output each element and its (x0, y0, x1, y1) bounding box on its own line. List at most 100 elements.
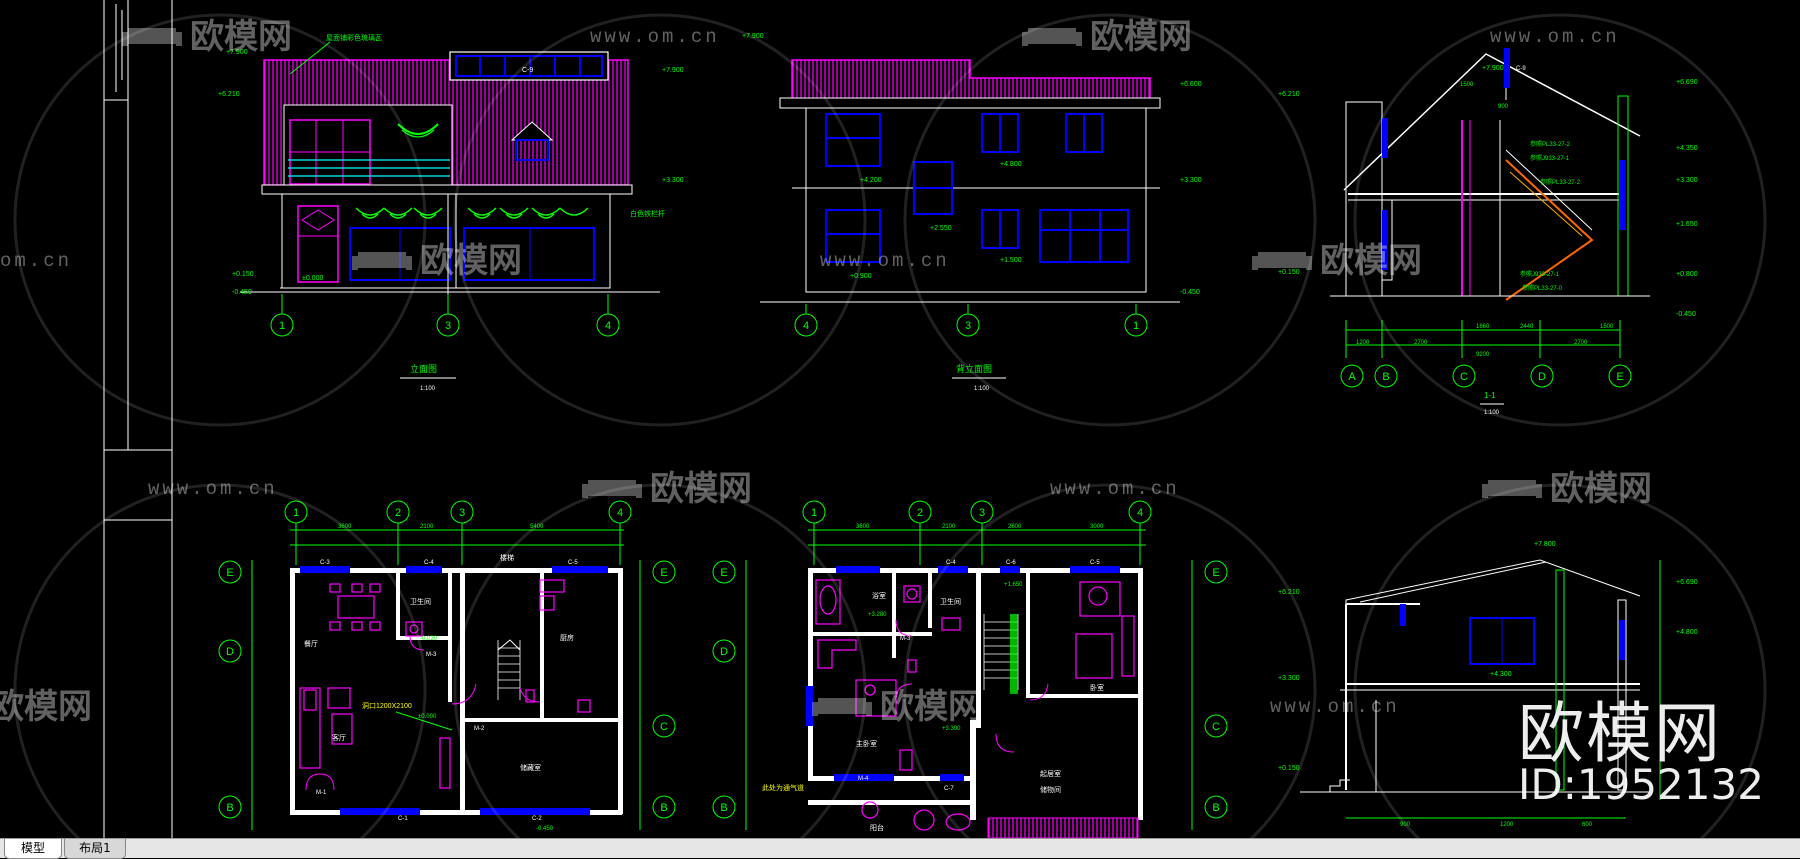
svg-text:4: 4 (803, 320, 809, 332)
svg-text:4: 4 (617, 507, 623, 519)
svg-text:4: 4 (1137, 507, 1143, 519)
svg-text:1:100: 1:100 (974, 386, 990, 392)
svg-text:2: 2 (395, 507, 401, 519)
svg-text:C-2: C-2 (532, 816, 542, 822)
svg-text:3600: 3600 (338, 524, 352, 530)
svg-text:+6.210: +6.210 (1278, 589, 1300, 596)
svg-text:+0.800: +0.800 (1676, 271, 1698, 278)
svg-text:1:100: 1:100 (1484, 410, 1500, 416)
sofa-icon (1252, 252, 1312, 270)
svg-text:储藏室: 储藏室 (520, 763, 541, 772)
svg-text:M-3: M-3 (900, 636, 911, 642)
sofa-icon (352, 252, 412, 270)
svg-text:900: 900 (1400, 822, 1411, 828)
watermark-brand: 欧模网 (420, 241, 522, 281)
svg-text:+6.690: +6.690 (1676, 79, 1698, 86)
svg-text:3: 3 (445, 320, 451, 332)
front-roof-note: 屋面铺彩色琉璃瓦 (326, 33, 382, 42)
svg-text:M-3: M-3 (426, 652, 437, 658)
svg-text:+7.900: +7.900 (662, 67, 684, 74)
svg-text:E: E (720, 567, 727, 579)
svg-text:C: C (1212, 721, 1220, 733)
svg-text:9200: 9200 (1476, 352, 1490, 358)
svg-text:-0.450: -0.450 (1676, 311, 1696, 318)
svg-text:卫生间: 卫生间 (410, 597, 431, 606)
plan-upper-floor: 1 2 3 4 3600 2100 2600 3000 (712, 500, 1228, 838)
svg-text:B: B (1212, 802, 1219, 814)
watermark-layer: 欧模网 欧模网 欧模网 欧模网 欧模网 欧模网 欧模网 欧模网 www.om.c… (0, 13, 1767, 838)
svg-text:2: 2 (917, 507, 923, 519)
rear-elevation-title: 背立面图 (956, 363, 992, 374)
svg-text:C-5: C-5 (1090, 560, 1100, 566)
left-title-strip (103, 0, 173, 838)
svg-text:+3.300: +3.300 (662, 177, 684, 184)
svg-text:厨房: 厨房 (560, 633, 574, 642)
watermark-brand: 欧模网 (190, 17, 292, 57)
watermark-brand: 欧模网 (650, 469, 752, 509)
svg-text:楼梯: 楼梯 (500, 553, 514, 562)
watermark-brand: 欧模网 (880, 687, 982, 727)
svg-text:+3.300: +3.300 (1180, 177, 1202, 184)
svg-text:1660: 1660 (1476, 324, 1490, 330)
svg-text:C: C (1460, 371, 1468, 383)
svg-text:卧室: 卧室 (1090, 683, 1104, 692)
svg-text:参照J933-27-1: 参照J933-27-1 (1530, 154, 1570, 162)
svg-text:3: 3 (965, 320, 971, 332)
svg-text:C-4: C-4 (424, 560, 434, 566)
section-1-1: 参照PL33-27-2 参照J933-27-1 参照PL33-27-2 参照J9… (1278, 48, 1698, 416)
front-rail-note: 白色铁栏杆 (630, 209, 665, 218)
svg-text:E: E (1616, 371, 1623, 383)
watermark-brand: 欧模网 (1550, 469, 1652, 509)
svg-text:C-5: C-5 (568, 560, 578, 566)
front-elevation-title: 立面图 (410, 363, 437, 374)
svg-text:2100: 2100 (942, 524, 956, 530)
svg-text:+4.350: +4.350 (1676, 145, 1698, 152)
watermark-domain: www.om.cn (1490, 26, 1620, 48)
sofa-icon (1482, 480, 1542, 498)
watermark-domain: om.cn (0, 250, 72, 272)
svg-text:+3.300: +3.300 (1676, 177, 1698, 184)
cad-drawing-canvas[interactable]: C-9 屋面铺彩色琉璃瓦 白色铁栏杆 (0, 0, 1800, 838)
svg-text:+0.150: +0.150 (232, 271, 254, 278)
svg-text:1200: 1200 (1500, 822, 1514, 828)
plan2-vent-note: 此处为通气道 (762, 783, 804, 792)
svg-text:1: 1 (1133, 320, 1139, 332)
svg-text:3600: 3600 (856, 524, 870, 530)
watermark-domain: www.om.cn (820, 250, 950, 272)
svg-text:+0.150: +0.150 (1278, 269, 1300, 276)
svg-text:参照PL33-27-2: 参照PL33-27-2 (1540, 178, 1581, 186)
watermark-domain: www.om.cn (1050, 478, 1180, 500)
svg-text:+6.210: +6.210 (1278, 91, 1300, 98)
svg-text:2700: 2700 (1414, 340, 1428, 346)
tab-model[interactable]: 模型 (4, 839, 62, 859)
svg-text:+4.800: +4.800 (1000, 161, 1022, 168)
svg-text:1200: 1200 (1356, 340, 1370, 346)
svg-text:餐厅: 餐厅 (304, 639, 318, 648)
svg-text:+1.650: +1.650 (1676, 221, 1698, 228)
svg-text:+7.900: +7.900 (226, 49, 248, 56)
svg-text:+6.210: +6.210 (218, 91, 240, 98)
svg-text:2700: 2700 (1574, 340, 1588, 346)
svg-text:2100: 2100 (420, 524, 434, 530)
svg-text:600: 600 (1582, 822, 1593, 828)
tab-layout1[interactable]: 布局1 (64, 839, 126, 859)
svg-text:+4.800: +4.800 (1676, 629, 1698, 636)
svg-text:+1.650: +1.650 (1004, 582, 1023, 588)
svg-text:参照J933-27-1: 参照J933-27-1 (1520, 270, 1560, 278)
section-1-1-title: 1-1 (1484, 391, 1496, 400)
svg-text:900: 900 (1498, 104, 1509, 110)
svg-text:+4.200: +4.200 (860, 177, 882, 184)
watermark-brand: 欧模网 (1090, 17, 1192, 57)
svg-text:1500: 1500 (1460, 82, 1474, 88)
svg-text:1: 1 (279, 320, 285, 332)
rear-elevation: +7.900 +6.600 +4.200 +4.800 +3.300 +2.55… (742, 33, 1202, 392)
svg-text:-0.020: -0.020 (420, 636, 438, 642)
sofa-icon (1022, 28, 1082, 46)
svg-text:C-1: C-1 (398, 816, 408, 822)
layout-tab-bar: 模型 布局1 (0, 838, 1800, 859)
svg-text:2440: 2440 (1520, 324, 1534, 330)
svg-text:客厅: 客厅 (332, 733, 346, 742)
svg-text:±0.000: ±0.000 (418, 714, 437, 720)
svg-text:储物间: 储物间 (1040, 785, 1061, 794)
svg-text:4: 4 (605, 320, 611, 332)
